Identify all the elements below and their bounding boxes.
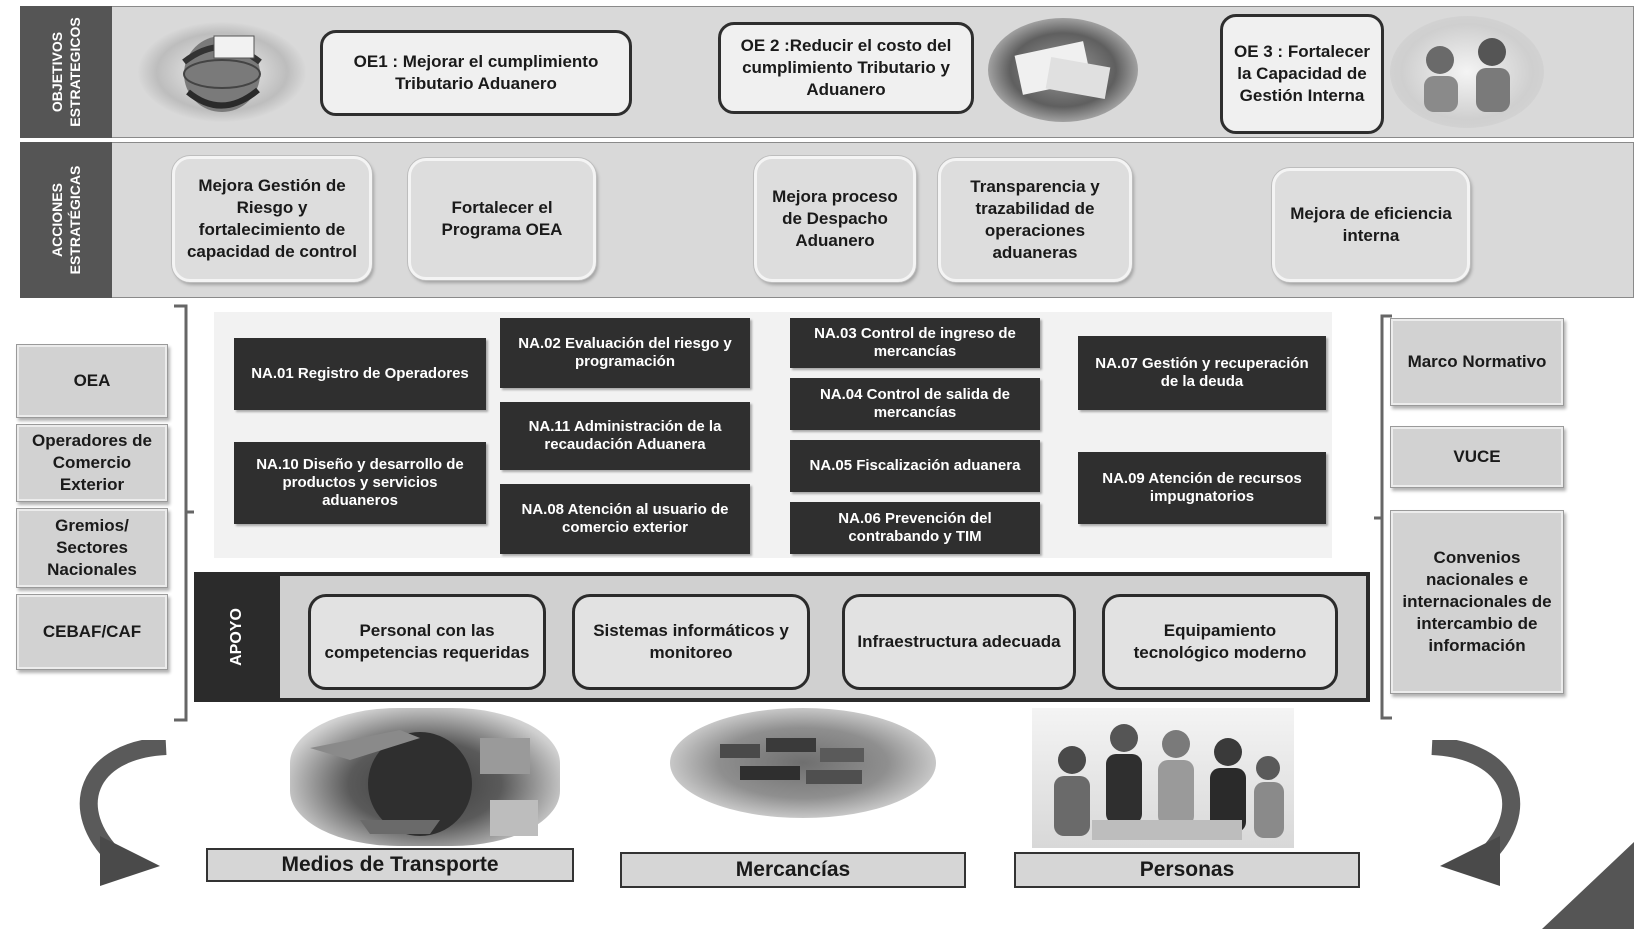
na10-box: NA.10 Diseño y desarrollo de productos y…: [234, 442, 486, 524]
transport-icon: [310, 730, 538, 836]
accion-oea: Fortalecer el Programa OEA: [408, 158, 596, 280]
left-bracket: [174, 304, 194, 722]
na05-box: NA.05 Fiscalización aduanera: [790, 440, 1040, 492]
globe-icon: [182, 35, 262, 112]
left-curved-arrow-icon: [79, 740, 167, 886]
people-image: [1032, 708, 1294, 848]
acciones-band-label: ACCIONES ESTRATÉGICAS: [20, 142, 112, 298]
na11-box: NA.11 Administración de la recaudación A…: [500, 402, 750, 470]
apoyo-equipamiento: Equipamiento tecnológico moderno: [1102, 594, 1338, 690]
oe1-box: OE1 : Mejorar el cumplimiento Tributario…: [320, 30, 632, 116]
footer-transporte: Medios de Transporte: [206, 848, 574, 882]
acciones-label-text: ACCIONES ESTRATÉGICAS: [49, 165, 83, 275]
left-box-operadores: Operadores de Comercio Exterior: [16, 424, 168, 502]
right-bracket: [1374, 314, 1392, 720]
na06-box: NA.06 Prevención del contrabando y TIM: [790, 502, 1040, 554]
left-box-cebaf: CEBAF/CAF: [16, 594, 168, 670]
na09-box: NA.09 Atención de recursos impugnatorios: [1078, 452, 1326, 524]
na02-box: NA.02 Evaluación del riesgo y programaci…: [500, 318, 750, 388]
containers-icon: [720, 738, 864, 784]
documents-icon: [1014, 41, 1111, 99]
right-box-marco: Marco Normativo: [1390, 318, 1564, 406]
oe3-box: OE 3 : Fortalecer la Capacidad de Gestió…: [1220, 14, 1384, 134]
na07-box: NA.07 Gestión y recuperación de la deuda: [1078, 336, 1326, 410]
na04-box: NA.04 Control de salida de mercancías: [790, 378, 1040, 430]
na08-box: NA.08 Atención al usuario de comercio ex…: [500, 484, 750, 554]
na03-box: NA.03 Control de ingreso de mercancías: [790, 318, 1040, 368]
right-curved-arrow-icon: [1431, 740, 1520, 886]
accion-eficiencia: Mejora de eficiencia interna: [1272, 168, 1470, 282]
accion-transparencia: Transparencia y trazabilidad de operacio…: [938, 158, 1132, 282]
left-box-gremios: Gremios/ Sectores Nacionales: [16, 508, 168, 588]
apoyo-label-text: APOYO: [228, 608, 245, 666]
footer-personas: Personas: [1014, 852, 1360, 888]
apoyo-label: APOYO: [194, 572, 280, 702]
right-box-vuce: VUCE: [1390, 426, 1564, 488]
objetivos-label-text: OBJETIVOS ESTRATEGICOS: [49, 17, 83, 127]
meeting-icon: [1054, 724, 1284, 840]
objetivos-band-label: OBJETIVOS ESTRATEGICOS: [20, 6, 112, 138]
apoyo-personal: Personal con las competencias requeridas: [308, 594, 546, 690]
oe2-box: OE 2 :Reducir el costo del cumplimiento …: [718, 22, 974, 114]
footer-mercancias: Mercancías: [620, 852, 966, 888]
people-icon: [1424, 38, 1510, 112]
merchandise-image: [670, 708, 936, 818]
handshake-documents-image: [988, 18, 1138, 122]
accion-riesgo: Mejora Gestión de Riesgo y fortalecimien…: [172, 156, 372, 282]
corner-triangle: [1542, 842, 1634, 929]
apoyo-infraestructura: Infraestructura adecuada: [842, 594, 1076, 690]
na01-box: NA.01 Registro de Operadores: [234, 338, 486, 410]
office-workers-image: [1390, 16, 1544, 128]
transport-image: [290, 708, 560, 846]
globe-hands-image: [138, 22, 306, 122]
accion-despacho: Mejora proceso de Despacho Aduanero: [754, 156, 916, 282]
right-box-convenios: Convenios nacionales e internacionales d…: [1390, 510, 1564, 694]
left-box-oea: OEA: [16, 344, 168, 418]
apoyo-sistemas: Sistemas informáticos y monitoreo: [572, 594, 810, 690]
